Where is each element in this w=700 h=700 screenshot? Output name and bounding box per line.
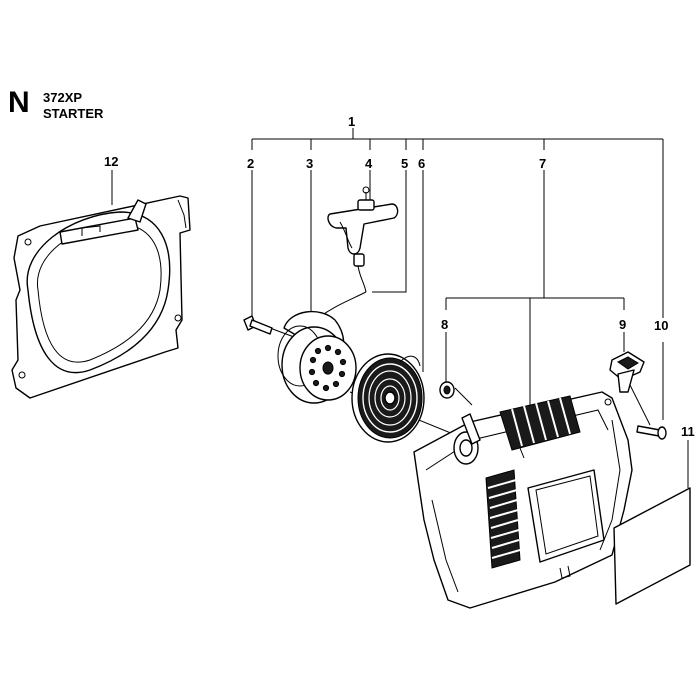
part-9-rope-guide bbox=[609, 351, 645, 393]
callout-4: 4 bbox=[365, 156, 373, 171]
model-name: 372XP bbox=[43, 90, 83, 105]
part-8-nut bbox=[439, 381, 455, 399]
callout-10: 10 bbox=[654, 318, 668, 333]
side-vent-grille bbox=[485, 469, 521, 569]
section-letter: N bbox=[8, 86, 30, 119]
callout-5: 5 bbox=[401, 156, 408, 171]
part-12-cover-housing bbox=[11, 195, 191, 399]
callout-labels: 1 2 3 4 5 6 7 8 9 10 11 12 bbox=[104, 114, 695, 439]
part-7-starter-cover bbox=[413, 391, 633, 609]
part-10-screw bbox=[636, 425, 667, 440]
callout-1: 1 bbox=[348, 114, 355, 129]
pulley-holes bbox=[308, 344, 347, 392]
part-2-screw bbox=[243, 315, 273, 335]
callout-2: 2 bbox=[247, 156, 254, 171]
cover-pulley-boss bbox=[453, 413, 481, 465]
callout-12: 12 bbox=[104, 154, 118, 169]
callout-7: 7 bbox=[539, 156, 546, 171]
part-4-starter-handle bbox=[317, 186, 399, 319]
part-3-rope-pulley bbox=[277, 310, 357, 404]
callout-9: 9 bbox=[619, 317, 626, 332]
part-11-decal bbox=[613, 487, 691, 605]
diagram-subtitle: STARTER bbox=[43, 106, 104, 121]
part-6-recoil-spring bbox=[351, 353, 425, 443]
callout-6: 6 bbox=[418, 156, 425, 171]
callout-8: 8 bbox=[441, 317, 448, 332]
callout-11: 11 bbox=[681, 424, 695, 439]
top-vent-grille bbox=[499, 395, 581, 451]
callout-3: 3 bbox=[306, 156, 313, 171]
